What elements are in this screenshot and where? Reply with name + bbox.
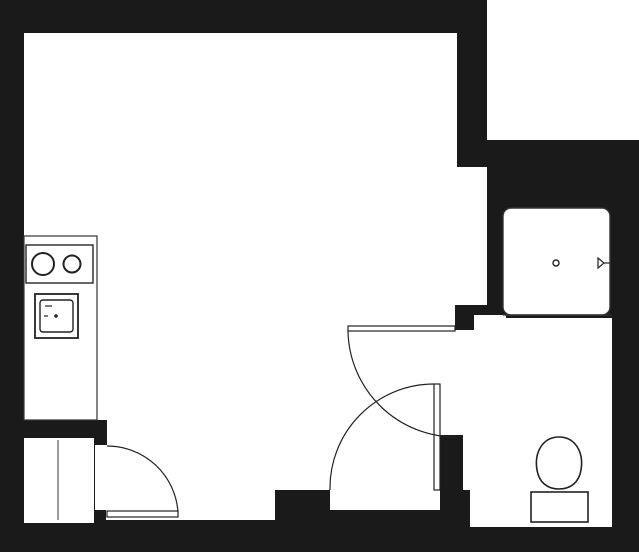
shower-wall-left	[487, 167, 503, 307]
entry-door-swing	[329, 383, 435, 491]
closet-door	[57, 440, 179, 520]
closet-interior	[24, 438, 94, 523]
cooktop-icon	[25, 244, 94, 284]
bathroom-wall-right	[612, 140, 639, 552]
kitchenette	[23, 235, 98, 421]
toilet-icon	[530, 436, 589, 523]
closet-door-swing	[106, 445, 179, 513]
entry-door-leaf	[433, 383, 441, 491]
closet-door-leaf	[106, 510, 179, 518]
entry-door	[329, 383, 441, 491]
shower-icon	[502, 207, 612, 316]
bathroom-door-leaf	[347, 325, 456, 332]
sink-icon	[34, 293, 79, 339]
bathroom-door	[347, 325, 456, 438]
bathroom-door-swing	[347, 330, 456, 438]
